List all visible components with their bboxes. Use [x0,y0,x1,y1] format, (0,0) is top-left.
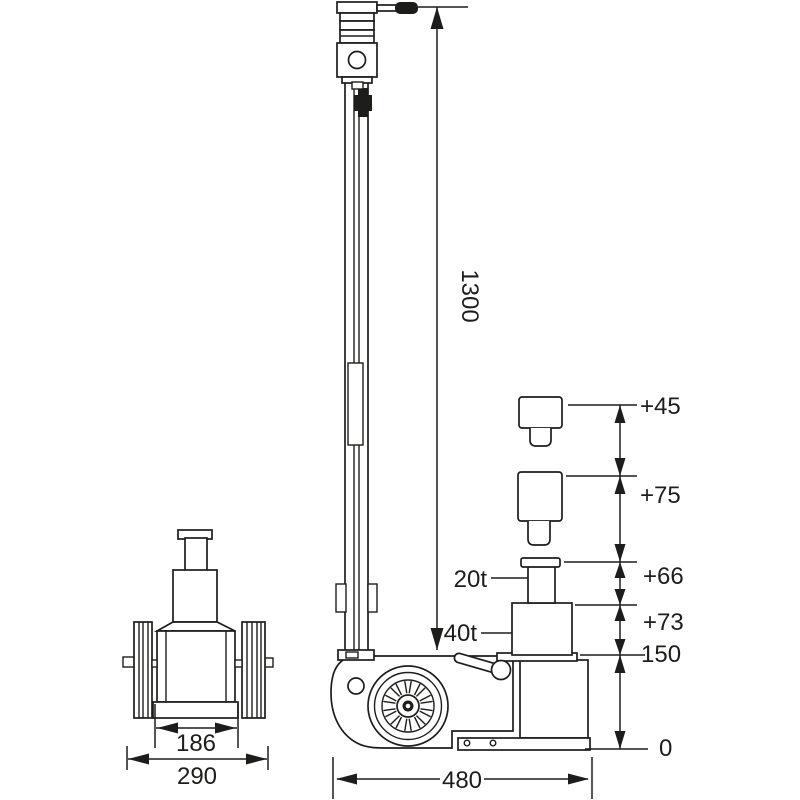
side-wheel-right [241,621,266,719]
jack-side-view [122,529,274,719]
dim-480-label: 480 [442,767,482,794]
release-lever[interactable] [453,652,512,681]
saddle-extension-blocks [517,396,563,546]
pump-valve [354,88,372,117]
handle-bracket-right [367,583,378,613]
bolt-hole [489,739,497,747]
lever-knob[interactable] [490,659,512,681]
dim-186-label: 186 [176,730,216,757]
pivot-hole [347,677,365,695]
dim-ext75-label: +75 [640,482,681,509]
capacity-labels: 20t 40t [444,566,528,647]
wheel-spokes [383,681,433,731]
dim-overall-length: 480 [332,757,593,799]
dim-290-label: 290 [177,763,217,790]
control-lever-arm [376,4,398,12]
dim-1300-label: 1300 [456,269,483,322]
side-piston-1 [184,537,208,572]
dim-handle-height: 1300 [418,6,483,650]
side-shoulder [153,621,236,632]
dim-0-label: 0 [659,735,672,762]
dim-stroke73-label: +73 [643,609,684,636]
extension-block-45 [518,396,563,447]
base-strip [457,737,591,751]
handle-bracket-left [335,583,347,613]
bolt-hole [463,739,471,747]
dim-height-chain: +45 +75 +66 +73 150 0 [564,393,684,762]
dim-base-width: 186 [154,704,239,757]
side-base-plate [152,701,239,719]
label-40t: 40t [444,620,478,647]
piston-stage1-20t [527,565,556,604]
jack-front-view [330,1,591,751]
dim-stroke66-label: +66 [643,563,684,590]
label-20t: 20t [454,566,488,593]
dim-overall-width: 290 [126,746,269,790]
extension-block-75 [517,471,563,546]
dim-150-label: 150 [641,641,681,668]
side-body [151,630,243,703]
piston-stage2-40t [511,602,573,656]
front-wheel [367,665,449,747]
dim-ext45-label: +45 [640,393,681,420]
saddle-cap [520,557,561,568]
head-port-hole [347,50,367,70]
side-piston-2 [172,569,218,623]
handle-label-plate [347,362,364,446]
control-lever-grip[interactable] [395,2,418,14]
air-motor-head [336,1,418,90]
side-wheel-left [133,621,153,719]
base-cylinder [519,659,589,739]
dimensions: 1300 +45 +75 +66 +73 150 [126,6,684,799]
